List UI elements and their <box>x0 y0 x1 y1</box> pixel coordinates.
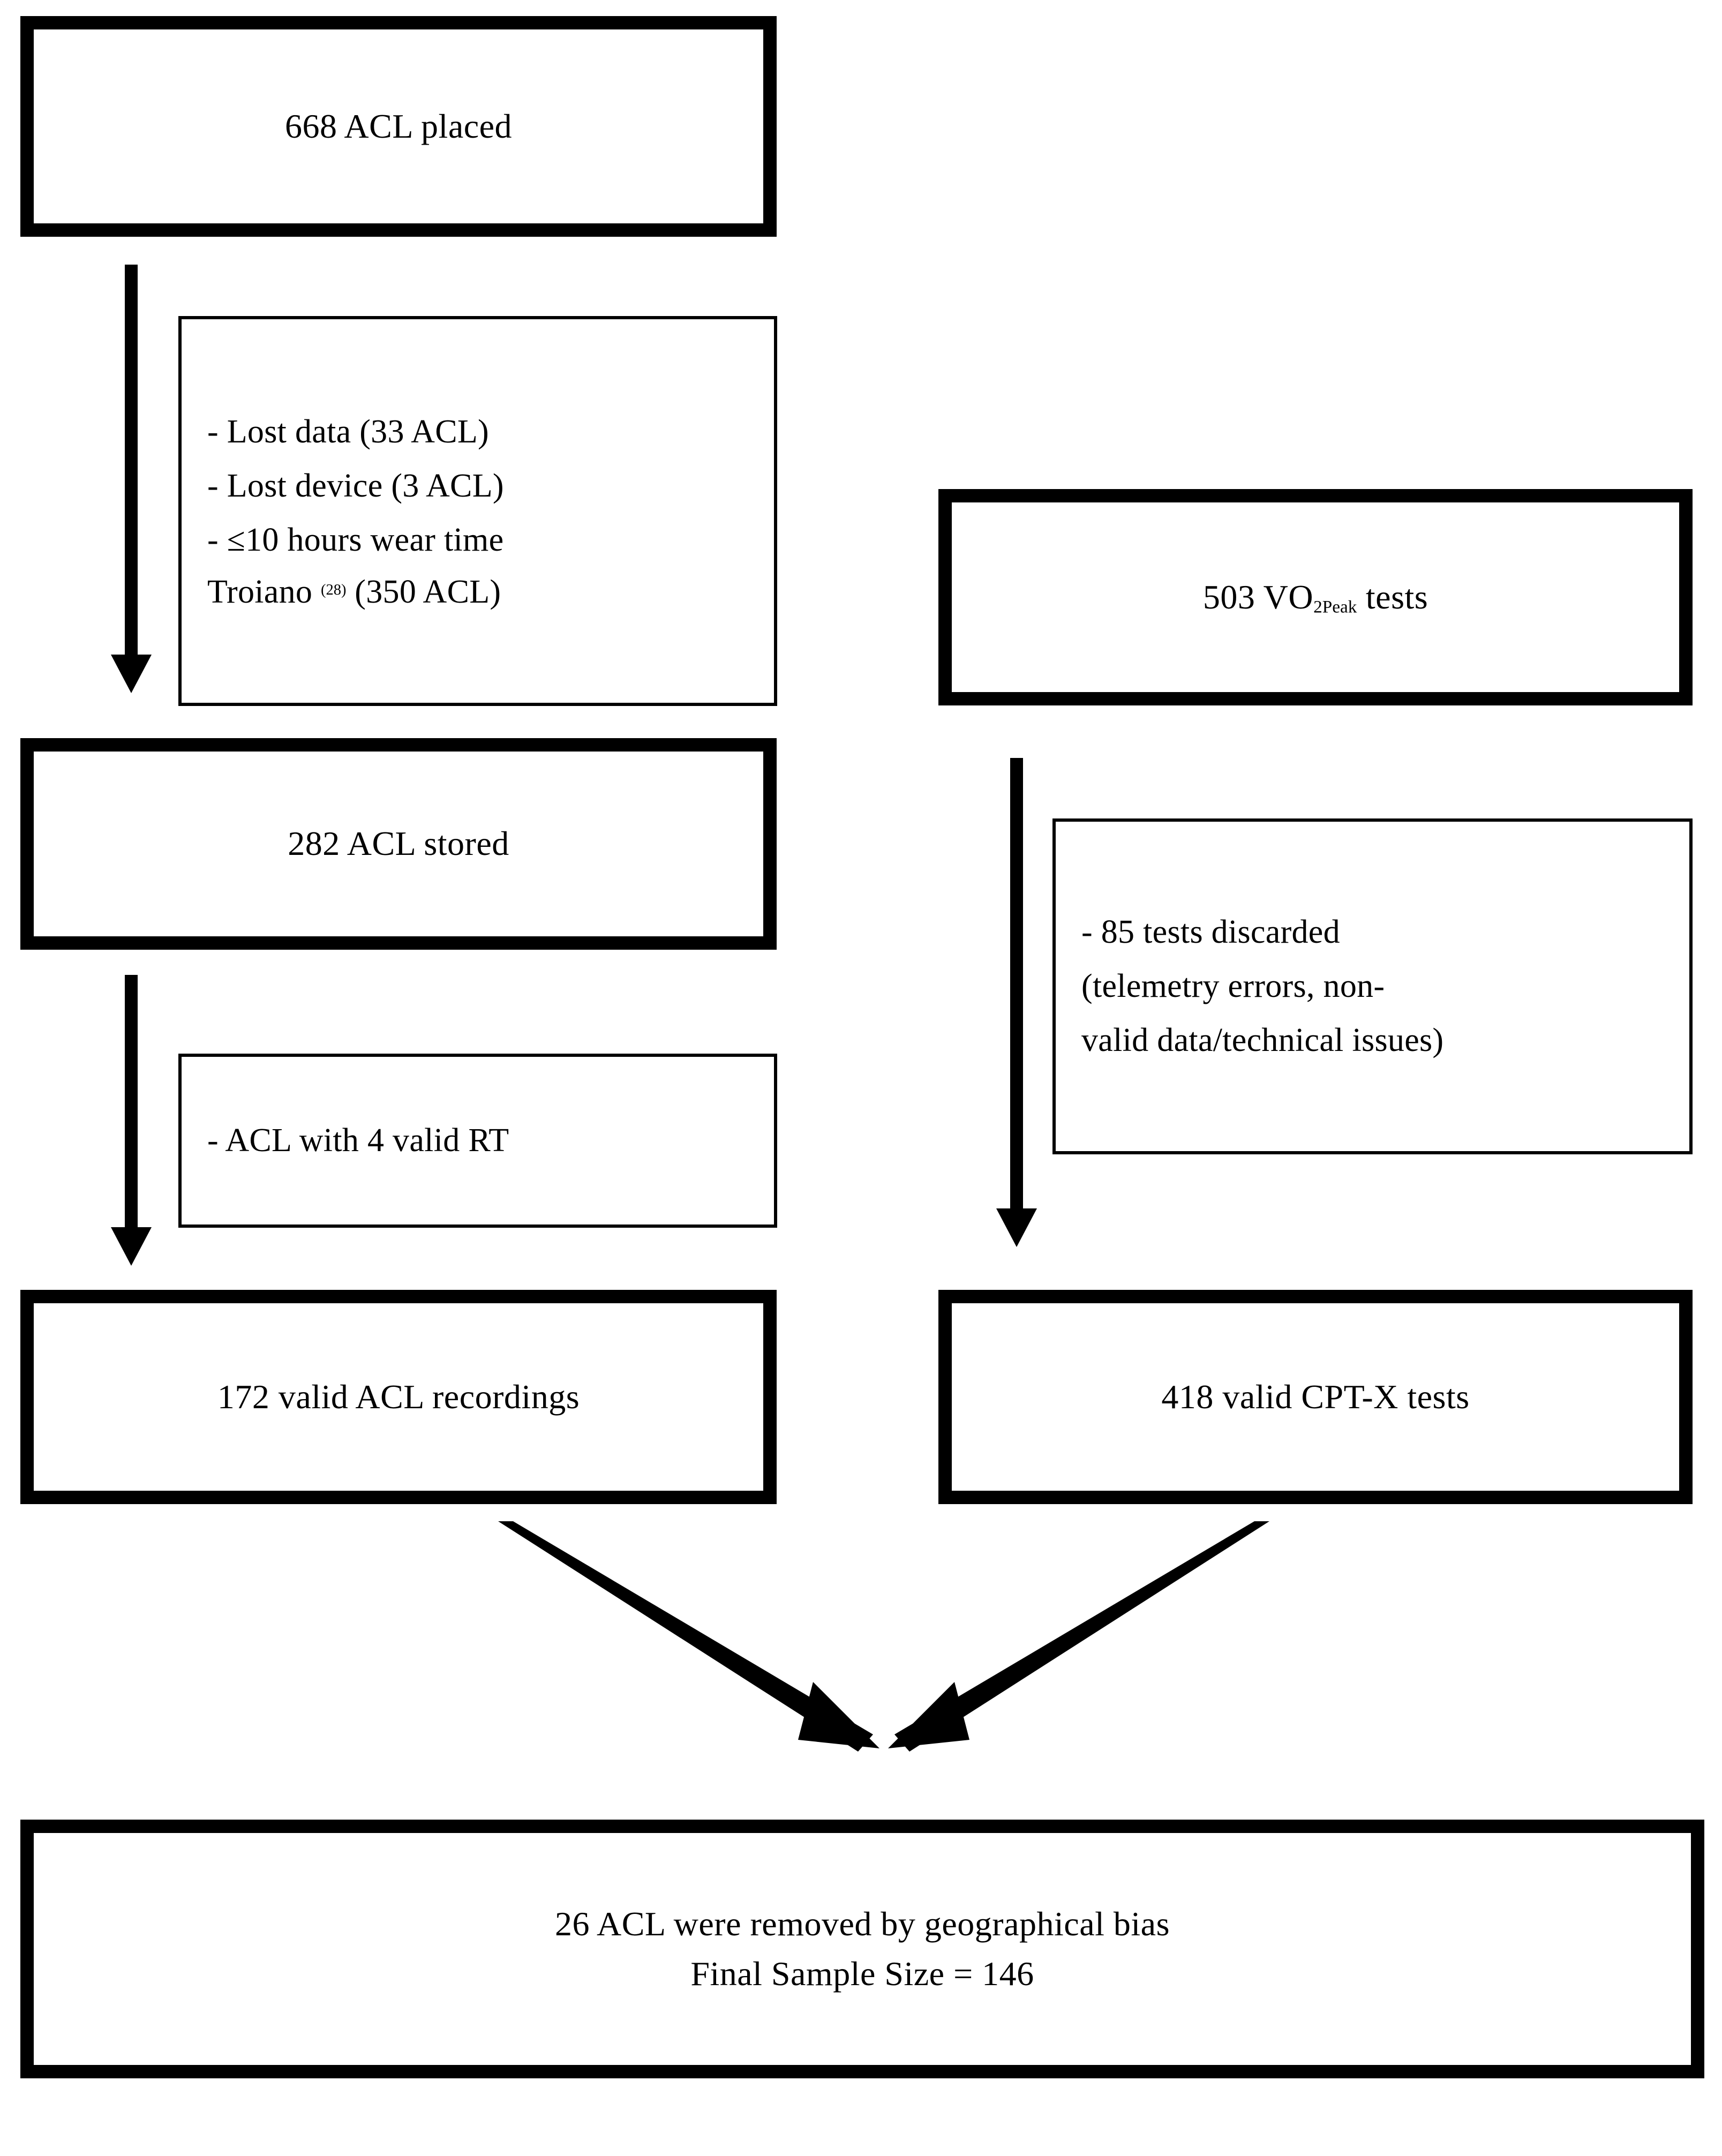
note-exclusions-left-2: - ACL with 4 valid RT <box>178 1054 777 1228</box>
note-exclusions-right: - 85 tests discarded (telemetry errors, … <box>1052 818 1693 1154</box>
node-final-sample-text: 26 ACL were removed by geographical bias… <box>555 1899 1170 1999</box>
note-exclusions-left-2-line-1: - ACL with 4 valid RT <box>207 1122 509 1159</box>
node-acl-placed: 668 ACL placed <box>20 16 777 237</box>
node-acl-recordings-label: 172 valid ACL recordings <box>217 1377 580 1416</box>
note-exclusions-right-line-3: valid data/technical issues) <box>1081 1022 1444 1059</box>
node-acl-stored-label: 282 ACL stored <box>288 824 509 863</box>
note-exclusions-right-line-2: (telemetry errors, non- <box>1081 967 1385 1004</box>
node-acl-recordings: 172 valid ACL recordings <box>20 1290 777 1504</box>
node-final-sample-line-2: Final Sample Size = 146 <box>690 1954 1034 1993</box>
node-final-sample-line-1: 26 ACL were removed by geographical bias <box>555 1904 1170 1943</box>
note-exclusions-left-line-3: - ≤10 hours wear time <box>207 522 504 558</box>
arrow-acl-placed-to-acl-stored <box>104 265 158 694</box>
troiano-count: (350 ACL) <box>346 574 501 611</box>
node-vo2peak-tests: 503 VO2Peak tests <box>938 489 1693 705</box>
note-exclusions-right-line-1: - 85 tests discarded <box>1081 913 1340 950</box>
node-cptx-tests: 418 valid CPT-X tests <box>938 1290 1693 1504</box>
node-vo2peak-tests-label: 503 VO2Peak tests <box>1203 574 1428 620</box>
arrow-cptx-to-final <box>884 1521 1269 1752</box>
arrow-acl-recordings-to-final <box>498 1521 884 1752</box>
node-final-sample: 26 ACL were removed by geographical bias… <box>20 1820 1704 2078</box>
note-exclusions-left-line-4: Troiano (28) (350 ACL) <box>182 575 774 610</box>
vo2peak-prefix: 503 VO <box>1202 577 1314 616</box>
arrow-acl-stored-to-acl-recordings <box>104 975 158 1267</box>
note-exclusions-left: - Lost data (33 ACL) - Lost device (3 AC… <box>178 316 777 706</box>
arrow-vo2peak-to-cptx <box>990 758 1043 1248</box>
node-acl-placed-label: 668 ACL placed <box>284 107 513 145</box>
note-exclusions-left-line-1: - Lost data (33 ACL) <box>207 413 490 450</box>
node-cptx-tests-label: 418 valid CPT-X tests <box>1161 1377 1470 1416</box>
troiano-text: Troiano <box>207 574 321 611</box>
troiano-reference-superscript: (28) <box>320 582 347 599</box>
node-acl-stored: 282 ACL stored <box>20 738 777 950</box>
vo2peak-subscript: 2Peak <box>1313 597 1357 617</box>
vo2peak-suffix: tests <box>1357 577 1428 616</box>
note-exclusions-left-line-2: - Lost device (3 ACL) <box>207 467 504 504</box>
